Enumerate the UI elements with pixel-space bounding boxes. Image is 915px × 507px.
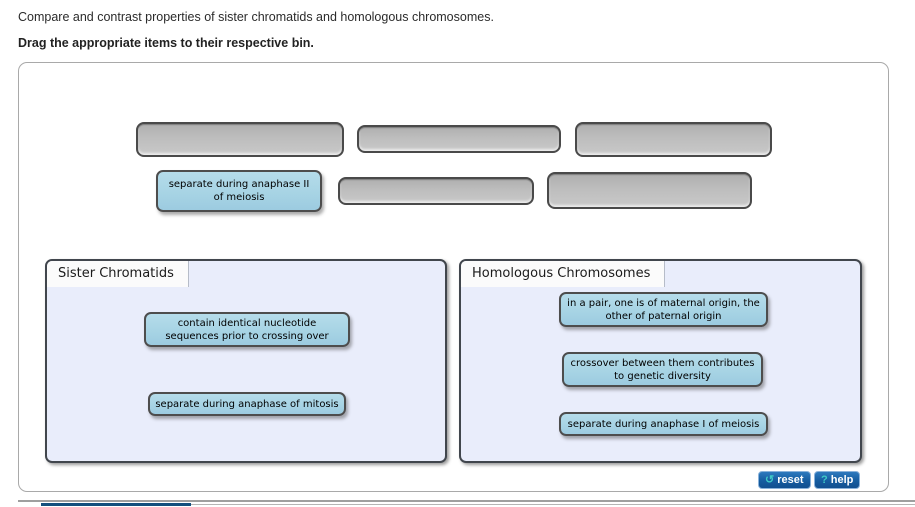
activity-panel: separate during anaphase II of meiosis S… [18,62,889,492]
drag-instruction: Drag the appropriate items to their resp… [18,36,314,50]
drag-item-anaphase-i[interactable]: separate during anaphase I of meiosis [559,412,768,436]
help-button[interactable]: ? help [814,471,861,489]
prompt-text: Compare and contrast properties of siste… [18,10,494,24]
bin-title-homologous-chromosomes: Homologous Chromosomes [461,261,666,287]
cutoff-element-edge [41,503,191,506]
empty-slot[interactable] [547,172,752,209]
drag-item-anaphase-mitosis[interactable]: separate during anaphase of mitosis [148,392,346,416]
empty-slot[interactable] [357,125,561,153]
help-button-label: help [830,474,854,486]
reset-button[interactable]: ↺ reset [758,471,811,489]
drag-item-maternal-paternal[interactable]: in a pair, one is of maternal origin, th… [559,292,768,327]
reset-button-label: reset [777,474,804,486]
section-divider [18,500,915,502]
help-icon: ? [821,473,828,486]
drag-item-anaphase-ii[interactable]: separate during anaphase II of meiosis [156,170,322,212]
bin-sister-chromatids[interactable]: Sister Chromatids contain identical nucl… [45,259,447,463]
reset-icon: ↺ [765,473,775,486]
bin-homologous-chromosomes[interactable]: Homologous Chromosomes in a pair, one is… [459,259,862,463]
empty-slot[interactable] [338,177,534,205]
drag-item-crossover-diversity[interactable]: crossover between them contributes to ge… [562,352,763,387]
empty-slot[interactable] [575,122,772,157]
bin-title-sister-chromatids: Sister Chromatids [47,261,189,287]
empty-slot[interactable] [136,122,344,157]
drag-item-identical-sequences[interactable]: contain identical nucleotide sequences p… [144,312,350,347]
cutoff-element-line [191,504,915,505]
